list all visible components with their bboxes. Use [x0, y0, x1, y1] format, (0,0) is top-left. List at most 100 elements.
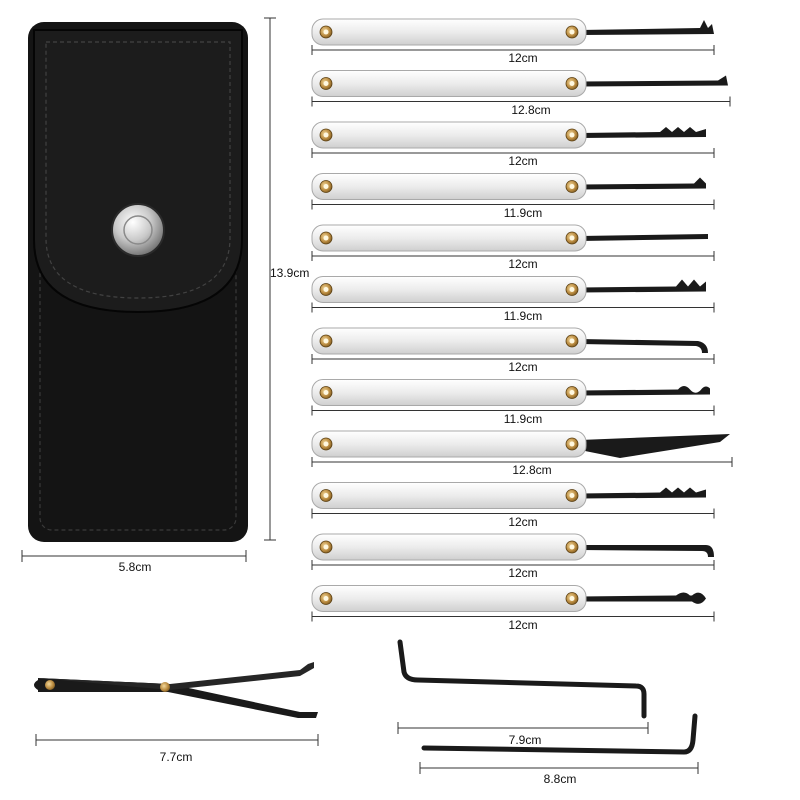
lock-pick: [311, 224, 715, 261]
pick-length-label: 12cm: [508, 257, 538, 271]
pick-dimension-line: [311, 354, 715, 364]
rivet-center: [323, 132, 329, 138]
rivet-center: [569, 441, 575, 447]
lock-pick: [311, 533, 715, 570]
pick-tip: [580, 339, 708, 353]
rivet-center: [323, 544, 329, 550]
pick-handle: [311, 585, 587, 612]
tweezer-dimension: [35, 734, 319, 746]
lock-pick: [311, 173, 715, 210]
pick-dimension-line: [311, 405, 715, 416]
pouch-height-label: 13.9cm: [270, 266, 310, 280]
pouch-width-dimension: [21, 550, 247, 562]
rivet-center: [323, 493, 329, 498]
pick-dimension-line: [311, 148, 715, 158]
lock-pick: [311, 430, 733, 467]
rivet-center: [569, 287, 575, 292]
lock-pick: [311, 276, 715, 313]
rivet-center: [569, 596, 575, 601]
pick-dimension-line: [311, 508, 715, 519]
tension-wrench-1-dimension: [397, 722, 649, 734]
pick-tip: [580, 75, 728, 87]
rivet-center: [323, 287, 329, 292]
pick-handle: [311, 18, 587, 46]
pick-length-label: 11.9cm: [503, 411, 543, 426]
leather-pouch: [28, 22, 248, 542]
tension-wrench-1-length-label: 7.9cm: [508, 733, 542, 747]
pick-tip: [580, 434, 730, 458]
tweezer-length-label: 7.7cm: [159, 750, 193, 764]
rivet-center: [569, 29, 575, 35]
pick-length-label: 12.8cm: [511, 102, 551, 117]
lock-pick: [311, 327, 715, 364]
pick-length-label: 12cm: [508, 51, 538, 65]
pick-length-label: 11.9cm: [503, 308, 543, 323]
rivet-center: [323, 390, 329, 395]
tension-wrench-2-length-label: 8.8cm: [543, 772, 577, 786]
pick-tip: [580, 177, 706, 190]
pick-handle: [311, 430, 587, 458]
pick-dimension-line: [311, 611, 715, 622]
pick-handle: [311, 224, 587, 252]
pouch-height-dimension: [264, 17, 276, 541]
pick-length-label: 12.8cm: [512, 463, 552, 477]
pick-length-label: 12cm: [508, 617, 538, 632]
pick-dimension-line: [311, 199, 715, 210]
pick-handle: [311, 533, 587, 561]
rivet-center: [569, 132, 575, 138]
pick-length-label: 12cm: [508, 566, 538, 580]
pouch-flap: [33, 29, 243, 314]
rivet-center: [323, 596, 329, 601]
pick-tip: [580, 20, 714, 35]
lock-pick: [311, 70, 731, 107]
pick-handle: [311, 327, 587, 355]
rivet-center: [569, 235, 575, 241]
pick-dimension-line: [311, 251, 715, 261]
rivet-center: [323, 338, 329, 344]
pick-tip: [580, 234, 708, 241]
pick-tip: [580, 592, 706, 604]
pick-dimension-line: [311, 560, 715, 570]
lock-pick: [311, 18, 715, 55]
rivet-center: [569, 544, 575, 550]
rivet-center: [569, 81, 575, 86]
tweezer-rivet-icon: [45, 680, 55, 690]
pick-handle: [311, 379, 587, 406]
lock-pick: [311, 585, 715, 622]
lock-pick: [311, 482, 715, 519]
pick-handle: [311, 482, 587, 509]
pick-handle: [311, 173, 587, 200]
tension-wrench-2-dimension: [419, 762, 699, 774]
pick-tip: [580, 127, 706, 138]
snap-button-icon: [111, 203, 165, 257]
pick-handle: [311, 276, 587, 303]
rivet-center: [569, 184, 575, 189]
tension-wrench-1: [397, 639, 647, 719]
pick-dimension-line: [311, 45, 715, 55]
rivet-center: [569, 493, 575, 498]
lock-pick: [311, 121, 715, 158]
rivet-center: [323, 441, 329, 447]
pick-tip: [580, 279, 706, 293]
lock-pick: [311, 379, 715, 416]
pick-length-label: 11.9cm: [503, 205, 543, 220]
pick-dimension-line: [311, 302, 715, 313]
rivet-center: [569, 338, 575, 344]
pick-tip: [580, 545, 714, 557]
tension-wrench-2: [421, 713, 698, 755]
pouch-width-label: 5.8cm: [118, 560, 152, 574]
tweezer-tool: [34, 662, 318, 718]
picks-group: [311, 18, 733, 622]
pick-handle: [311, 121, 587, 149]
pick-length-label: 12cm: [508, 514, 538, 529]
pick-dimension-line: [311, 96, 731, 107]
rivet-center: [323, 81, 329, 86]
tweezer-rivet-icon: [160, 682, 170, 692]
pick-length-label: 12cm: [508, 154, 538, 168]
rivet-center: [323, 29, 329, 35]
pick-tip: [580, 386, 710, 396]
rivet-center: [323, 235, 329, 241]
rivet-center: [569, 390, 575, 395]
pick-length-label: 12cm: [508, 360, 538, 374]
